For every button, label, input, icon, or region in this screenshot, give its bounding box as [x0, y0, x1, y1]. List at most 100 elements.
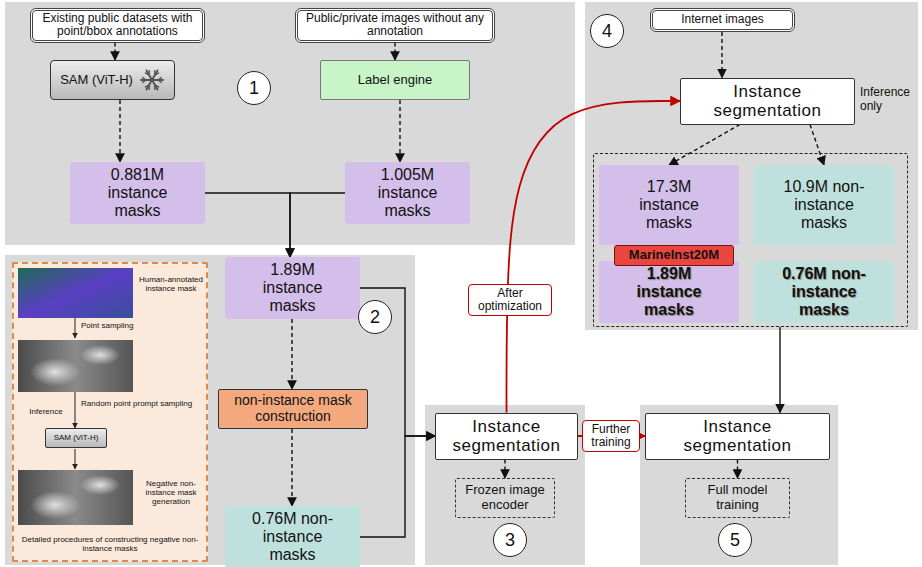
callout-number-text: 5 [730, 530, 740, 550]
inset-arrow [75, 449, 76, 469]
step-label: Negative non-instance mask generation [137, 480, 205, 507]
callout-number: 4 [590, 14, 624, 48]
callout-number-text: 1 [249, 78, 259, 98]
inset-arrow [75, 392, 76, 428]
mask-image [18, 340, 133, 392]
flow-arrow [291, 319, 292, 389]
callout-number: 5 [718, 523, 752, 557]
step-label: Detailed procedures of constructing nega… [16, 536, 204, 554]
callout-number: 1 [237, 71, 271, 105]
text-holder: Instance segmentation [663, 417, 813, 455]
mask-count-box: 1.89M instance masks [599, 261, 739, 323]
box-text: 17.3M instance masks [619, 178, 719, 232]
callout-number-text: 4 [602, 21, 612, 41]
source-box: Internet images [650, 8, 795, 32]
mask-blob [80, 475, 120, 495]
callout-number: 3 [493, 523, 527, 557]
flow-arrow [114, 43, 115, 61]
text-holder: 0.76M non-instance masks [774, 265, 874, 319]
text-holder: Public/private images without any annota… [303, 12, 488, 39]
text-holder: 2 [370, 307, 380, 327]
mask-count-box: 0.881M instance masks [70, 162, 205, 224]
text-holder: 0.76M non-instance masks [243, 510, 343, 564]
text-holder: Frozen image encoder [463, 483, 548, 512]
step-label: Random point prompt sampling [81, 400, 205, 409]
box-text: Full model training [693, 483, 783, 512]
text-holder: Existing public datasets with point/bbox… [38, 12, 198, 39]
mask-blob [80, 345, 120, 365]
text-holder: Internet images [681, 13, 764, 26]
box-text: Existing public datasets with point/bbox… [38, 12, 198, 39]
box-text: 1.89M instance masks [245, 261, 340, 315]
dataset-name-tag: MarineInst20M [614, 245, 734, 266]
source-box: Existing public datasets with point/bbox… [30, 8, 205, 43]
edge-label: Further training [582, 420, 640, 452]
flow-arrow [721, 32, 722, 78]
text-holder: non-instance mask construction [231, 393, 356, 424]
process-box: Instance segmentation [435, 413, 578, 460]
detail-inset: Human-annotated instance maskPoint sampl… [12, 262, 208, 562]
mask-image [18, 268, 133, 318]
mask-count-box: 17.3M instance masks [599, 165, 739, 245]
flow-arrow [779, 327, 780, 413]
flow-arrow [119, 100, 120, 162]
box-text: Instance segmentation [442, 417, 572, 455]
flow-arrow [360, 436, 435, 537]
stage-panel [640, 405, 838, 565]
text-holder: 3 [505, 530, 515, 550]
model-box: SAM (ViT-H) [50, 60, 175, 100]
flow-arrow [737, 460, 738, 479]
text-holder: 1.89M instance masks [245, 261, 340, 315]
text-holder: 1.005M instance masks [360, 166, 455, 220]
mask-image [18, 470, 133, 525]
stage-panel [425, 405, 585, 565]
box-text: 0.76M non-instance masks [774, 265, 874, 319]
mask-count-box: 0.76M non-instance masks [225, 506, 360, 567]
process-box: non-instance mask construction [218, 389, 368, 429]
text-holder: 10.9M non-instance masks [774, 178, 874, 232]
box-text: Instance segmentation [693, 82, 843, 120]
box-text: 1.89M instance masks [619, 265, 719, 319]
flow-arrow [205, 193, 290, 257]
text-holder: 17.3M instance masks [619, 178, 719, 232]
note-box: Full model training [685, 478, 790, 518]
text-holder: 0.881M instance masks [90, 166, 185, 220]
mask-count-box: 1.005M instance masks [345, 162, 470, 224]
flow-arrow [399, 100, 400, 162]
dataset-group: MarineInst20M 17.3M instance masks 10.9M n… [593, 153, 908, 327]
flow-arrow [810, 125, 824, 166]
flow-arrow [669, 125, 740, 166]
frozen-icon [139, 67, 165, 93]
text-holder: Full model training [693, 483, 783, 512]
text-holder: 4 [602, 21, 612, 41]
box-text: Internet images [681, 13, 764, 26]
box-text: Label engine [358, 73, 432, 88]
flow-arrow [360, 288, 435, 436]
text-holder: 1.89M instance masks [619, 265, 719, 319]
box-text: Frozen image encoder [463, 483, 548, 512]
flow-arrow [290, 193, 345, 257]
box-text: 0.881M instance masks [90, 166, 185, 220]
callout-number-text: 2 [370, 307, 380, 327]
text-holder: Label engine [358, 73, 432, 88]
box-text: 0.76M non-instance masks [243, 510, 343, 564]
text-holder: SAM (ViT-H) [60, 67, 165, 93]
engine-box: Label engine [320, 60, 470, 100]
callout-number-text: 3 [505, 530, 515, 550]
flow-arrow [394, 43, 395, 61]
box-text: SAM (ViT-H) [60, 73, 133, 88]
mask-count-box: 10.9M non-instance masks [754, 165, 894, 245]
inset-arrow [75, 318, 76, 338]
text-holder: 1 [249, 78, 259, 98]
box-text: non-instance mask construction [231, 393, 356, 424]
mask-blob [30, 491, 80, 519]
box-text: 10.9M non-instance masks [774, 178, 874, 232]
callout-number: 2 [358, 300, 392, 334]
inset-ground [12, 262, 208, 562]
mask-count-box: 1.89M instance masks [225, 257, 360, 319]
process-box: Instance segmentation [645, 413, 830, 460]
mask-blob [30, 358, 80, 386]
side-note: Inference only [860, 86, 918, 114]
mask-count-box: 0.76M non-instance masks [754, 261, 894, 323]
